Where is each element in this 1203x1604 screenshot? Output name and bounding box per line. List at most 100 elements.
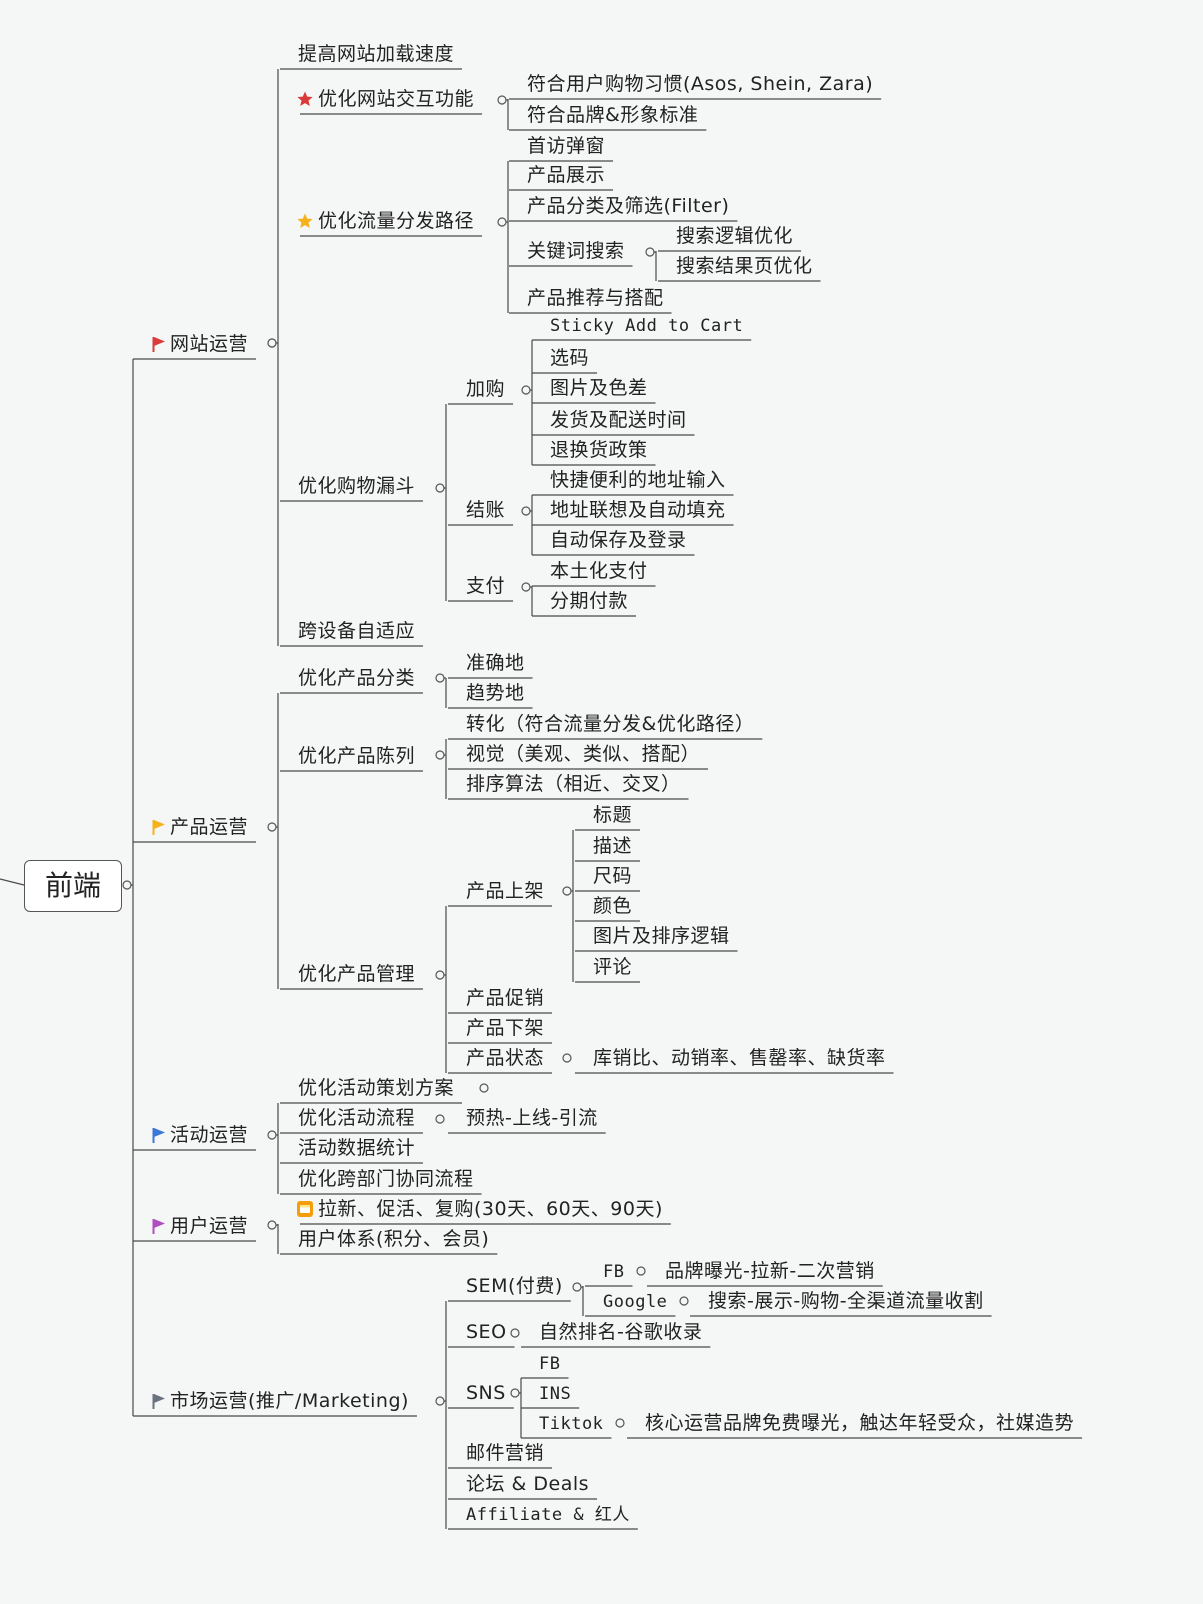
root-topic[interactable]: 前端 bbox=[24, 860, 122, 912]
topic-node[interactable]: 自动保存及登录 bbox=[550, 528, 687, 552]
topic-node[interactable]: 产品展示 bbox=[527, 163, 605, 187]
topic-delist[interactable]: 产品下架 bbox=[466, 1016, 544, 1040]
topic-category[interactable]: 优化产品分类 bbox=[298, 666, 415, 690]
collapse-toggle[interactable] bbox=[267, 338, 277, 348]
collapse-toggle[interactable] bbox=[497, 95, 507, 105]
topic-node[interactable]: 准确地 bbox=[466, 651, 525, 675]
topic-node[interactable]: 产品分类及筛选(Filter) bbox=[527, 194, 729, 218]
topic-plan[interactable]: 优化活动策划方案 bbox=[298, 1076, 454, 1100]
collapse-toggle[interactable] bbox=[521, 506, 531, 516]
branch-marketing[interactable]: 市场运营(推广/Marketing) bbox=[152, 1389, 409, 1413]
topic-node[interactable]: 趋势地 bbox=[466, 681, 525, 705]
collapse-toggle[interactable] bbox=[636, 1266, 646, 1276]
collapse-toggle[interactable] bbox=[267, 1220, 277, 1230]
branch-website[interactable]: 网站运营 bbox=[152, 332, 248, 356]
topic-checkout[interactable]: 结账 bbox=[466, 498, 505, 522]
collapse-toggle[interactable] bbox=[435, 1114, 445, 1124]
topic-flow-steps[interactable]: 预热-上线-引流 bbox=[466, 1106, 598, 1130]
topic-node[interactable]: 选码 bbox=[550, 346, 589, 370]
topic-promo[interactable]: 产品促销 bbox=[466, 986, 544, 1010]
topic-payment[interactable]: 支付 bbox=[466, 574, 505, 598]
collapse-toggle[interactable] bbox=[435, 1396, 445, 1406]
topic-keyword[interactable]: 关键词搜索 bbox=[527, 239, 625, 263]
topic-listing[interactable]: 产品上架 bbox=[466, 879, 544, 903]
topic-flow[interactable]: 优化活动流程 bbox=[298, 1106, 415, 1130]
topic-google-funnel[interactable]: 搜索-展示-购物-全渠道流量收割 bbox=[708, 1289, 984, 1313]
branch-user[interactable]: 用户运营 bbox=[152, 1214, 248, 1238]
topic-tiktok-detail[interactable]: 核心运营品牌免费曝光，触达年轻受众，社媒造势 bbox=[645, 1411, 1074, 1435]
topic-stats[interactable]: 活动数据统计 bbox=[298, 1136, 415, 1160]
topic-node[interactable]: FB bbox=[539, 1351, 560, 1375]
topic-sem-google[interactable]: Google bbox=[603, 1289, 667, 1313]
topic-seo-detail[interactable]: 自然排名-谷歌收录 bbox=[539, 1320, 702, 1344]
collapse-toggle[interactable] bbox=[521, 582, 531, 592]
topic-node[interactable]: 首访弹窗 bbox=[527, 134, 605, 158]
topic-affiliate[interactable]: Affiliate & 红人 bbox=[466, 1502, 630, 1526]
topic-node[interactable]: 本土化支付 bbox=[550, 559, 648, 583]
collapse-toggle[interactable] bbox=[679, 1296, 689, 1306]
collapse-toggle[interactable] bbox=[122, 880, 132, 890]
collapse-toggle[interactable] bbox=[435, 673, 445, 683]
topic-node[interactable]: 地址联想及自动填充 bbox=[550, 498, 726, 522]
topic-node[interactable]: 符合用户购物习惯(Asos, Shein, Zara) bbox=[527, 72, 873, 96]
collapse-toggle[interactable] bbox=[645, 247, 655, 257]
topic-fb-funnel[interactable]: 品牌曝光-拉新-二次营销 bbox=[665, 1259, 875, 1283]
topic-acquisition[interactable]: 拉新、促活、复购(30天、60天、90天) bbox=[297, 1197, 663, 1221]
topic-addcart[interactable]: 加购 bbox=[466, 377, 505, 401]
topic-responsive[interactable]: 跨设备自适应 bbox=[298, 619, 415, 643]
topic-node[interactable]: 发货及配送时间 bbox=[550, 408, 687, 432]
topic-node[interactable]: 排序算法（相近、交叉） bbox=[466, 772, 681, 796]
topic-node[interactable]: 快捷便利的地址输入 bbox=[550, 468, 726, 492]
topic-node[interactable]: Sticky Add to Cart bbox=[550, 313, 743, 337]
topic-node[interactable]: 搜索逻辑优化 bbox=[676, 224, 793, 248]
topic-forum[interactable]: 论坛 & Deals bbox=[466, 1472, 589, 1496]
topic-interaction[interactable]: 优化网站交互功能 bbox=[297, 87, 474, 111]
topic-node[interactable]: 产品推荐与搭配 bbox=[527, 286, 664, 310]
topic-node[interactable]: 描述 bbox=[593, 834, 632, 858]
collapse-toggle[interactable] bbox=[267, 1130, 277, 1140]
collapse-toggle[interactable] bbox=[497, 217, 507, 227]
topic-node[interactable]: 图片及色差 bbox=[550, 376, 648, 400]
topic-node[interactable]: INS bbox=[539, 1381, 571, 1405]
topic-email[interactable]: 邮件营销 bbox=[466, 1441, 544, 1465]
collapse-toggle[interactable] bbox=[615, 1418, 625, 1428]
collapse-toggle[interactable] bbox=[479, 1083, 489, 1093]
branch-activity[interactable]: 活动运营 bbox=[152, 1123, 248, 1147]
topic-status-metrics[interactable]: 库销比、动销率、售罄率、缺货率 bbox=[593, 1046, 886, 1070]
branch-product[interactable]: 产品运营 bbox=[152, 815, 248, 839]
topic-sns[interactable]: SNS bbox=[466, 1381, 506, 1405]
topic-node[interactable]: 退换货政策 bbox=[550, 438, 648, 462]
topic-status[interactable]: 产品状态 bbox=[466, 1046, 544, 1070]
collapse-toggle[interactable] bbox=[435, 750, 445, 760]
topic-sem[interactable]: SEM(付费) bbox=[466, 1274, 563, 1298]
collapse-toggle[interactable] bbox=[267, 822, 277, 832]
collapse-toggle[interactable] bbox=[435, 483, 445, 493]
collapse-toggle[interactable] bbox=[510, 1328, 520, 1338]
topic-node[interactable]: 符合品牌&形象标准 bbox=[527, 103, 698, 127]
collapse-toggle[interactable] bbox=[510, 1388, 520, 1398]
topic-seo[interactable]: SEO bbox=[466, 1320, 507, 1344]
topic-collab[interactable]: 优化跨部门协同流程 bbox=[298, 1167, 474, 1191]
collapse-toggle[interactable] bbox=[572, 1282, 582, 1292]
topic-node[interactable]: 图片及排序逻辑 bbox=[593, 924, 730, 948]
topic-funnel[interactable]: 优化购物漏斗 bbox=[298, 474, 415, 498]
topic-node[interactable]: 颜色 bbox=[593, 894, 632, 918]
collapse-toggle[interactable] bbox=[435, 970, 445, 980]
topic-sem-fb[interactable]: FB bbox=[603, 1259, 624, 1283]
topic-traffic[interactable]: 优化流量分发路径 bbox=[297, 209, 474, 233]
collapse-toggle[interactable] bbox=[562, 886, 572, 896]
topic-node[interactable]: 搜索结果页优化 bbox=[676, 254, 813, 278]
topic-node[interactable]: 标题 bbox=[593, 803, 632, 827]
topic-node[interactable]: 分期付款 bbox=[550, 589, 628, 613]
topic-tiktok[interactable]: Tiktok bbox=[539, 1411, 603, 1435]
topic-manage[interactable]: 优化产品管理 bbox=[298, 962, 415, 986]
topic-speed[interactable]: 提高网站加载速度 bbox=[298, 42, 454, 66]
topic-node[interactable]: 视觉（美观、类似、搭配） bbox=[466, 742, 700, 766]
collapse-toggle[interactable] bbox=[521, 385, 531, 395]
collapse-toggle[interactable] bbox=[562, 1053, 572, 1063]
topic-node[interactable]: 尺码 bbox=[593, 864, 632, 888]
topic-display[interactable]: 优化产品陈列 bbox=[298, 744, 415, 768]
topic-user-system[interactable]: 用户体系(积分、会员) bbox=[298, 1227, 489, 1251]
topic-node[interactable]: 转化（符合流量分发&优化路径） bbox=[466, 712, 754, 736]
topic-node[interactable]: 评论 bbox=[593, 955, 632, 979]
